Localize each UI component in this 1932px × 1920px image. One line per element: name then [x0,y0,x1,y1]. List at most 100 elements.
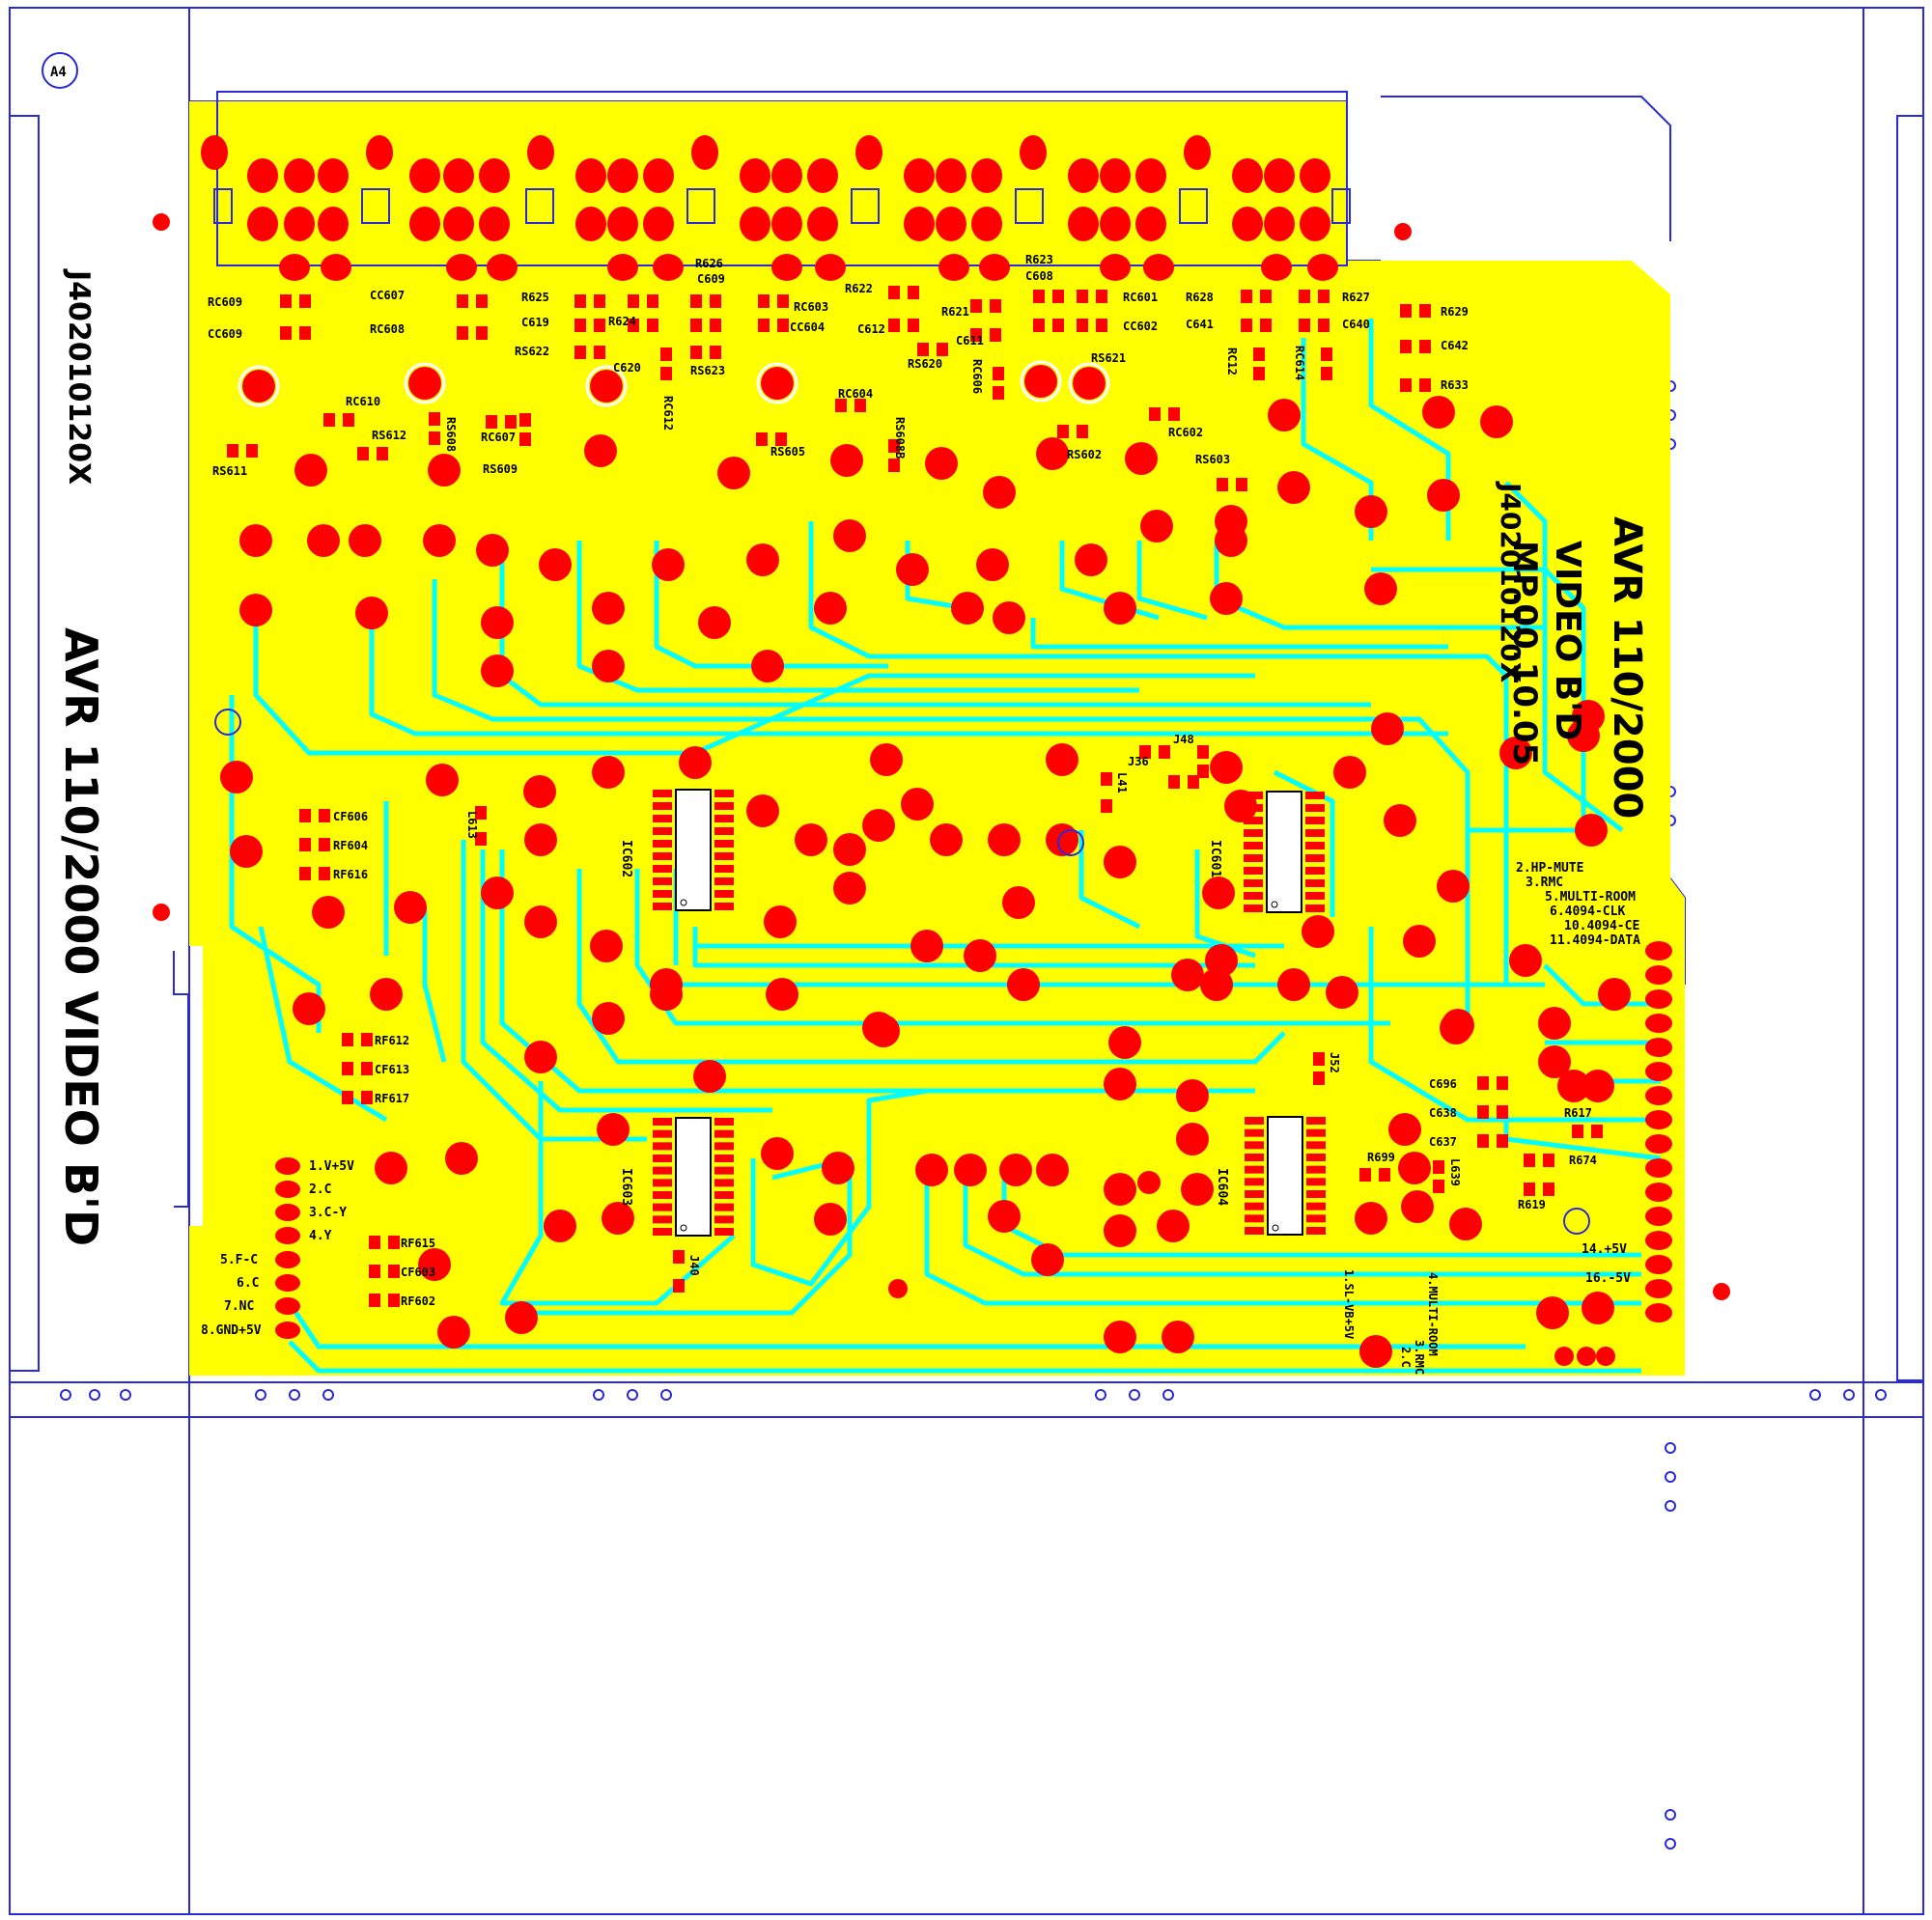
svg-text:L41: L41 [1115,772,1129,793]
ic-pin [714,1142,734,1151]
ic-pin [714,890,734,898]
ic-pin [1244,792,1263,799]
svg-text:R622: R622 [845,282,873,295]
board-title-line-3: MP.00.10.05 [1505,541,1544,765]
svg-text:10.4094-CE: 10.4094-CE [1564,919,1639,933]
ic-pin [1245,1178,1264,1186]
pad-rings [238,360,1110,407]
ic-pin [714,1191,734,1199]
ic-pin [1306,1214,1326,1223]
ic-pin [714,1228,734,1236]
svg-text:J40: J40 [687,1255,701,1276]
ic-pin [1305,817,1325,824]
ic-pin [1306,1165,1326,1174]
ic-pin [653,1155,672,1162]
svg-text:L613: L613 [465,811,479,839]
ic-pin [714,840,734,848]
ic-pin [1245,1214,1264,1223]
svg-text:2.C: 2.C [309,1183,331,1197]
svg-text:R617: R617 [1564,1106,1592,1120]
ic-pin [1306,1117,1326,1125]
ic-pin [653,890,672,898]
board-title-line-1: AVR 110/2000 [1605,516,1649,819]
svg-text:RC614: RC614 [1293,346,1306,380]
svg-text:R625: R625 [521,291,549,304]
ic-pin [714,827,734,835]
svg-text:RS611: RS611 [212,464,247,478]
ic-pin [714,1166,734,1175]
svg-text:C641: C641 [1186,318,1214,331]
ic-pin [1244,867,1263,875]
ic-pin [653,1215,672,1224]
ic-pin [653,1142,672,1151]
board-left-title: AVR 110/2000 VIDEO B'D [55,627,107,1246]
svg-text:5.MULTI-ROOM: 5.MULTI-ROOM [1545,890,1636,904]
svg-text:11.4094-DATA: 11.4094-DATA [1550,933,1640,948]
svg-text:3.RMC: 3.RMC [1413,1340,1426,1375]
ic-pin [1245,1117,1264,1125]
svg-text:C696: C696 [1429,1077,1457,1091]
via-pads [153,213,1730,1368]
svg-text:C637: C637 [1429,1135,1457,1149]
ic-pin [714,790,734,797]
svg-text:R627: R627 [1342,291,1370,304]
ic-pin [1306,1190,1326,1198]
svg-text:6.4094-CLK: 6.4094-CLK [1550,904,1625,919]
ic-pin [1305,892,1325,900]
svg-text:R624: R624 [608,315,636,328]
ic-pin [714,815,734,822]
svg-text:RC602: RC602 [1168,426,1203,439]
ic-pin [1306,1154,1326,1161]
ic-pin [653,1179,672,1187]
svg-text:C612: C612 [857,322,885,336]
ic-pin [1306,1178,1326,1186]
svg-text:RC604: RC604 [838,387,873,401]
svg-text:R699: R699 [1367,1151,1395,1164]
svg-text:2.C: 2.C [1399,1347,1413,1368]
svg-text:4.Y: 4.Y [309,1229,332,1243]
ic-pin [714,1155,734,1162]
svg-text:1.V+5V: 1.V+5V [309,1159,354,1174]
svg-text:RS608: RS608 [444,417,458,452]
svg-text:RF617: RF617 [375,1092,409,1105]
ic-pin [714,865,734,873]
connector-pads [201,135,1338,281]
edge-holes [42,52,1887,1850]
svg-text:R626: R626 [695,257,723,270]
svg-text:RS605: RS605 [770,445,805,459]
ic-pin [714,1203,734,1211]
svg-text:3.C-Y: 3.C-Y [309,1206,347,1220]
svg-text:R628: R628 [1186,291,1214,304]
left-connector-pads [275,1157,300,1339]
ic-pin [1305,842,1325,849]
svg-text:R621: R621 [941,305,969,319]
svg-text:CC609: CC609 [208,327,242,341]
svg-text:RS612: RS612 [372,429,406,442]
ic-pin [1305,879,1325,887]
svg-text:J48: J48 [1173,733,1194,746]
svg-text:RF612: RF612 [375,1034,409,1047]
right-header-labels: 2.HP-MUTE 3.RMC 5.MULTI-ROOM 6.4094-CLK … [1516,861,1640,1286]
svg-text:R623: R623 [1025,253,1053,266]
ic-pin [1244,854,1263,862]
ic-pin [1245,1190,1264,1198]
ic-pin [653,790,672,797]
ic-pin [714,1129,734,1138]
svg-text:RS623: RS623 [690,364,725,377]
svg-text:C619: C619 [521,316,549,329]
ic-pin [653,1203,672,1211]
svg-text:3.RMC: 3.RMC [1526,876,1563,890]
svg-text:C638: C638 [1429,1106,1457,1120]
ic-pin [714,852,734,860]
svg-text:8.GND+5V: 8.GND+5V [201,1323,262,1338]
ic-pin [1245,1141,1264,1150]
ic-pin [653,1118,672,1126]
left-connector-labels: 1.V+5V 2.C 3.C-Y 4.Y 5.F-C 6.C 7.NC 8.GN… [201,1159,354,1338]
svg-text:1.SL-VB+5V: 1.SL-VB+5V [1342,1269,1356,1339]
svg-text:RC606: RC606 [970,359,984,394]
ic-pin [653,827,672,835]
ic-pin [653,802,672,810]
svg-text:7.NC: 7.NC [224,1299,254,1314]
svg-text:J36: J36 [1128,755,1149,768]
